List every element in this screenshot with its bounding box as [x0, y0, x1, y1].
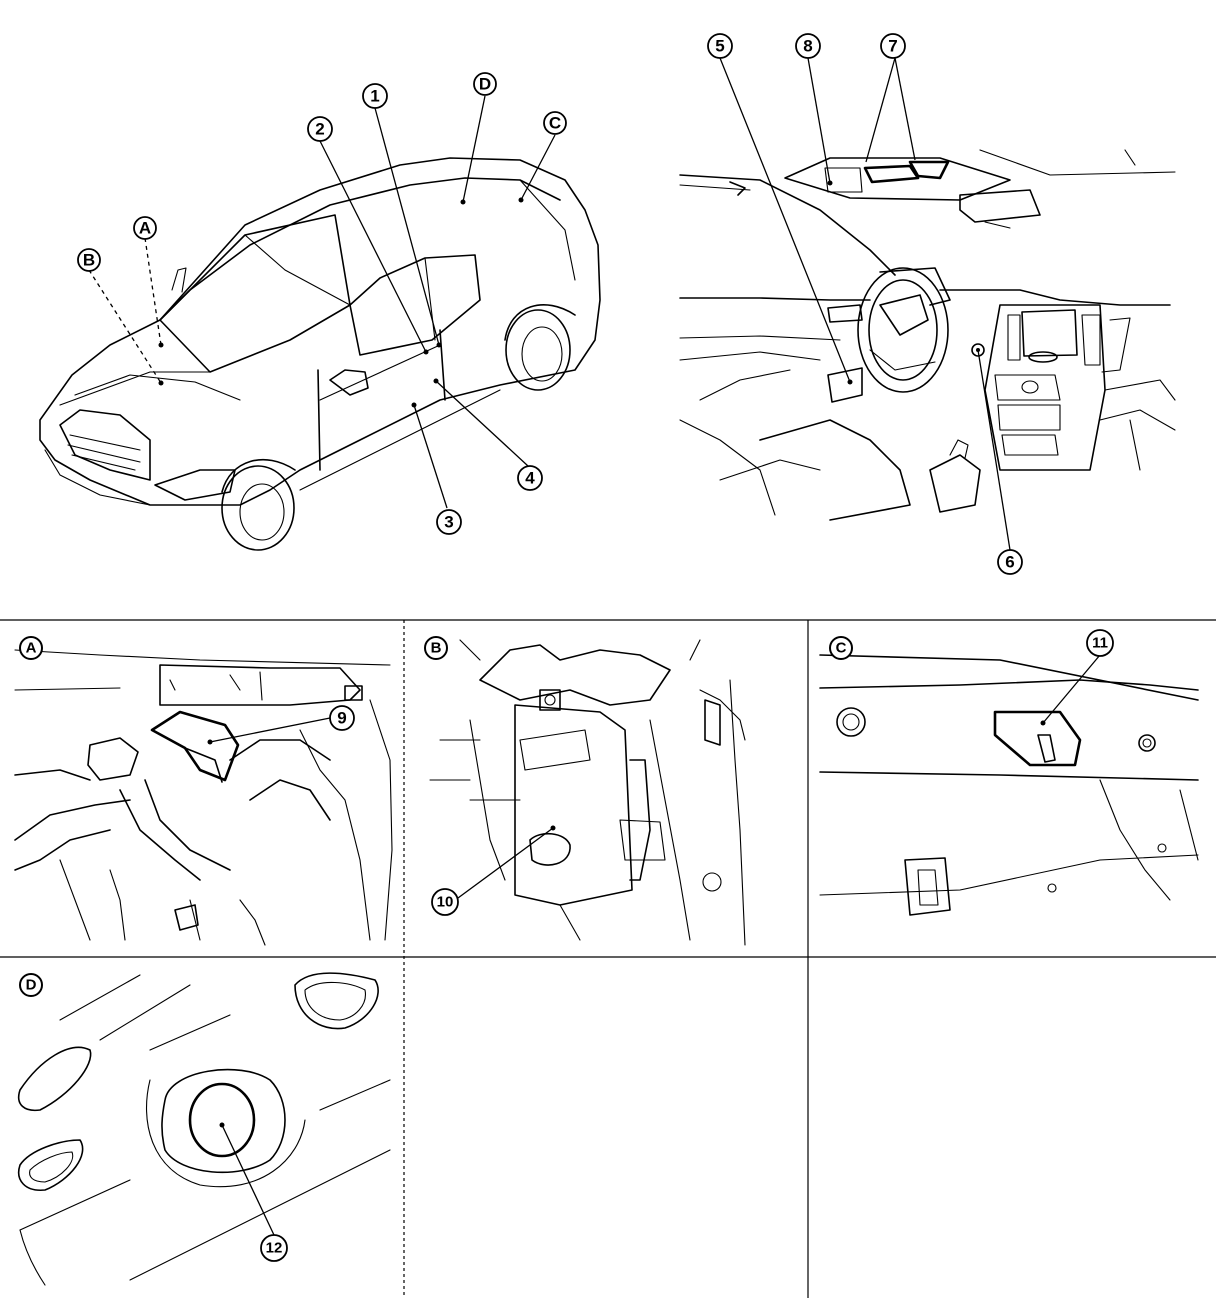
callout-1: 1: [362, 83, 388, 109]
svg-text:C: C: [549, 114, 561, 133]
svg-text:A: A: [139, 219, 151, 238]
callout-2: 2: [307, 116, 333, 142]
svg-text:10: 10: [437, 894, 454, 911]
car-interior-view: [679, 57, 1176, 551]
svg-text:A: A: [26, 640, 37, 657]
callout-8: 8: [795, 33, 821, 59]
svg-text:7: 7: [888, 37, 897, 56]
callout-3: 3: [436, 509, 462, 535]
view-callout-b: B: [77, 248, 101, 272]
detail-b-view: [429, 639, 746, 946]
svg-text:12: 12: [266, 1240, 283, 1257]
svg-text:4: 4: [525, 469, 535, 488]
svg-text:8: 8: [803, 37, 812, 56]
callout-7: 7: [880, 33, 906, 59]
svg-text:2: 2: [315, 120, 324, 139]
svg-text:6: 6: [1005, 553, 1014, 572]
svg-text:D: D: [26, 977, 37, 994]
callout-10: 10: [431, 888, 459, 916]
callout-9: 9: [329, 705, 355, 731]
detail-a-view: [14, 649, 393, 946]
svg-text:1: 1: [370, 87, 379, 106]
view-callout-a: A: [133, 216, 157, 240]
view-callout-c: C: [543, 111, 567, 135]
svg-text:B: B: [83, 251, 95, 270]
view-tag-a: A: [19, 636, 43, 660]
detail-grid: [0, 619, 1216, 1298]
view-tag-b: B: [424, 636, 448, 660]
callout-12: 12: [260, 1234, 288, 1262]
svg-text:3: 3: [444, 513, 453, 532]
callout-11: 11: [1086, 629, 1114, 657]
detail-c-view: [819, 654, 1199, 916]
detail-d-view: [18, 972, 391, 1286]
callout-4: 4: [517, 465, 543, 491]
svg-text:11: 11: [1092, 635, 1108, 652]
svg-text:D: D: [479, 75, 491, 94]
svg-text:5: 5: [715, 37, 724, 56]
view-tag-c: C: [829, 636, 853, 660]
svg-text:9: 9: [337, 709, 346, 728]
svg-text:B: B: [431, 640, 442, 657]
view-callout-d: D: [473, 72, 497, 96]
car-exterior-view: [39, 95, 601, 551]
svg-text:C: C: [836, 640, 847, 657]
callout-6: 6: [997, 549, 1023, 575]
view-tag-d: D: [19, 973, 43, 997]
callout-5: 5: [707, 33, 733, 59]
